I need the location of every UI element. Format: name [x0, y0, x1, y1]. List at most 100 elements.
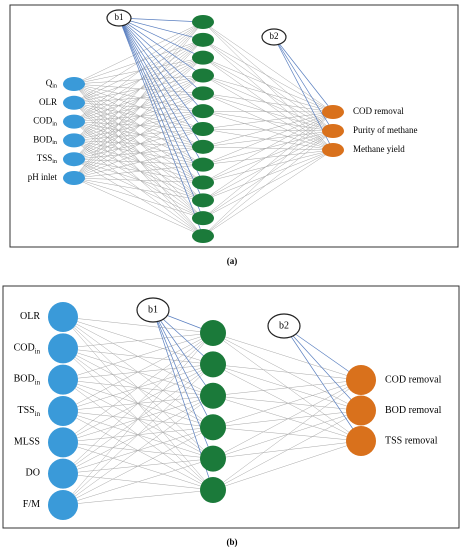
input-label-4-main: MLSS — [14, 437, 40, 448]
bias2-connection-0 — [283, 325, 362, 381]
connection-in2-h2 — [73, 57, 204, 122]
output-label-1: Purity of methane — [353, 125, 418, 135]
connection-in1-h0 — [73, 21, 204, 104]
input-label-6-main: F/M — [23, 499, 40, 510]
connection-h8-out0 — [202, 111, 334, 165]
connection-h8-out1 — [202, 130, 334, 165]
connection-h1-out0 — [202, 39, 334, 113]
connection-in3-h6 — [73, 128, 204, 141]
input-node-0 — [48, 302, 78, 332]
connection-in1-h3 — [73, 75, 204, 104]
connection-h5-out1 — [212, 410, 362, 491]
connection-h12-out2 — [202, 149, 334, 237]
hidden-node-3 — [200, 414, 226, 441]
connection-h7-out1 — [202, 130, 334, 148]
connection-h2-out1 — [212, 395, 362, 411]
bias1-connection-4 — [118, 17, 204, 94]
connection-in5-h3 — [73, 75, 204, 179]
connection-in2-h0 — [62, 332, 214, 380]
connection-in4-h0 — [73, 21, 204, 160]
output-label-2: Methane yield — [353, 144, 405, 154]
connection-in3-h4 — [73, 93, 204, 141]
input-label-2-main: COD — [33, 116, 53, 126]
bias-node-b1-label: b1 — [115, 12, 124, 22]
input-label-0: OLR — [20, 311, 40, 322]
connection-in1-h7 — [73, 102, 204, 148]
bias1-connection-0 — [118, 17, 204, 23]
input-label-2: BODin — [14, 374, 41, 386]
connection-in2-h3 — [73, 75, 204, 122]
connection-in3-h3 — [73, 75, 204, 141]
connection-in5-h11 — [73, 177, 204, 219]
connection-in2-h5 — [73, 110, 204, 122]
input-node-6 — [48, 490, 78, 520]
panel-a-connections — [73, 17, 334, 237]
connection-in0-h3 — [73, 75, 204, 85]
panel-b-caption: (b) — [227, 537, 238, 547]
connection-in2-h1 — [73, 39, 204, 122]
connection-h2-out2 — [212, 395, 362, 442]
connection-in5-h10 — [73, 177, 204, 201]
input-label-3: TSSin — [17, 405, 40, 417]
connection-h4-out1 — [212, 410, 362, 459]
connection-h2-out0 — [212, 379, 362, 397]
connection-h3-out1 — [212, 410, 362, 428]
connection-in5-h12 — [73, 177, 204, 237]
connection-in5-h6 — [73, 128, 204, 179]
connection-in2-h0 — [73, 21, 204, 122]
panel-b-connections — [62, 309, 362, 506]
connection-h5-out2 — [202, 110, 334, 151]
connection-in1-h2 — [73, 57, 204, 104]
connection-in2-h8 — [73, 121, 204, 165]
connection-h4-out2 — [212, 440, 362, 459]
connection-h5-out1 — [202, 110, 334, 132]
connection-in2-h7 — [73, 121, 204, 148]
bias1-connection-2 — [118, 17, 204, 58]
hidden-node-1 — [200, 351, 226, 378]
connection-in1-h6 — [73, 102, 204, 130]
connection-h1-out2 — [202, 39, 334, 151]
connection-h0-out1 — [212, 332, 362, 411]
connection-in5-h7 — [73, 146, 204, 179]
connection-in6-h0 — [62, 332, 214, 506]
input-label-5: DO — [26, 468, 40, 479]
output-node-0 — [346, 365, 376, 395]
connection-in5-h2 — [73, 57, 204, 179]
connection-in0-h12 — [73, 83, 204, 237]
connection-in4-h0 — [62, 332, 214, 443]
connection-in0-h11 — [73, 83, 204, 219]
bias1-connection-11 — [118, 17, 204, 219]
connection-in6-h1 — [62, 364, 214, 506]
connection-in1-h9 — [73, 102, 204, 183]
input-label-5-main: pH inlet — [28, 172, 58, 182]
connection-h1-out1 — [212, 364, 362, 411]
connection-in4-h9 — [73, 158, 204, 183]
hidden-node-7 — [192, 139, 214, 154]
connection-in4-h3 — [73, 75, 204, 160]
connection-in4-h8 — [73, 158, 204, 165]
connection-h3-out2 — [202, 75, 334, 151]
hidden-node-0 — [192, 15, 214, 29]
output-label-1: BOD removal — [385, 405, 442, 416]
connection-in1-h10 — [73, 102, 204, 201]
bias1-connection-7 — [118, 17, 204, 148]
connection-h10-out0 — [202, 111, 334, 201]
output-node-2 — [346, 426, 376, 456]
connection-h7-out2 — [202, 146, 334, 151]
hidden-node-4 — [200, 445, 226, 472]
connection-in5-h0 — [73, 21, 204, 179]
connection-h3-out0 — [212, 379, 362, 428]
bias-node-b1 — [136, 297, 170, 323]
input-label-5: pH inlet — [28, 172, 58, 182]
input-label-1-main: OLR — [39, 97, 57, 107]
output-node-1 — [322, 124, 344, 138]
connection-in4-h10 — [73, 158, 204, 201]
input-label-5-main: DO — [26, 468, 40, 479]
connection-in0-h6 — [73, 83, 204, 130]
connection-in0-h5 — [73, 83, 204, 112]
connection-in0-h4 — [73, 83, 204, 94]
panel-b-frame — [2, 285, 460, 529]
